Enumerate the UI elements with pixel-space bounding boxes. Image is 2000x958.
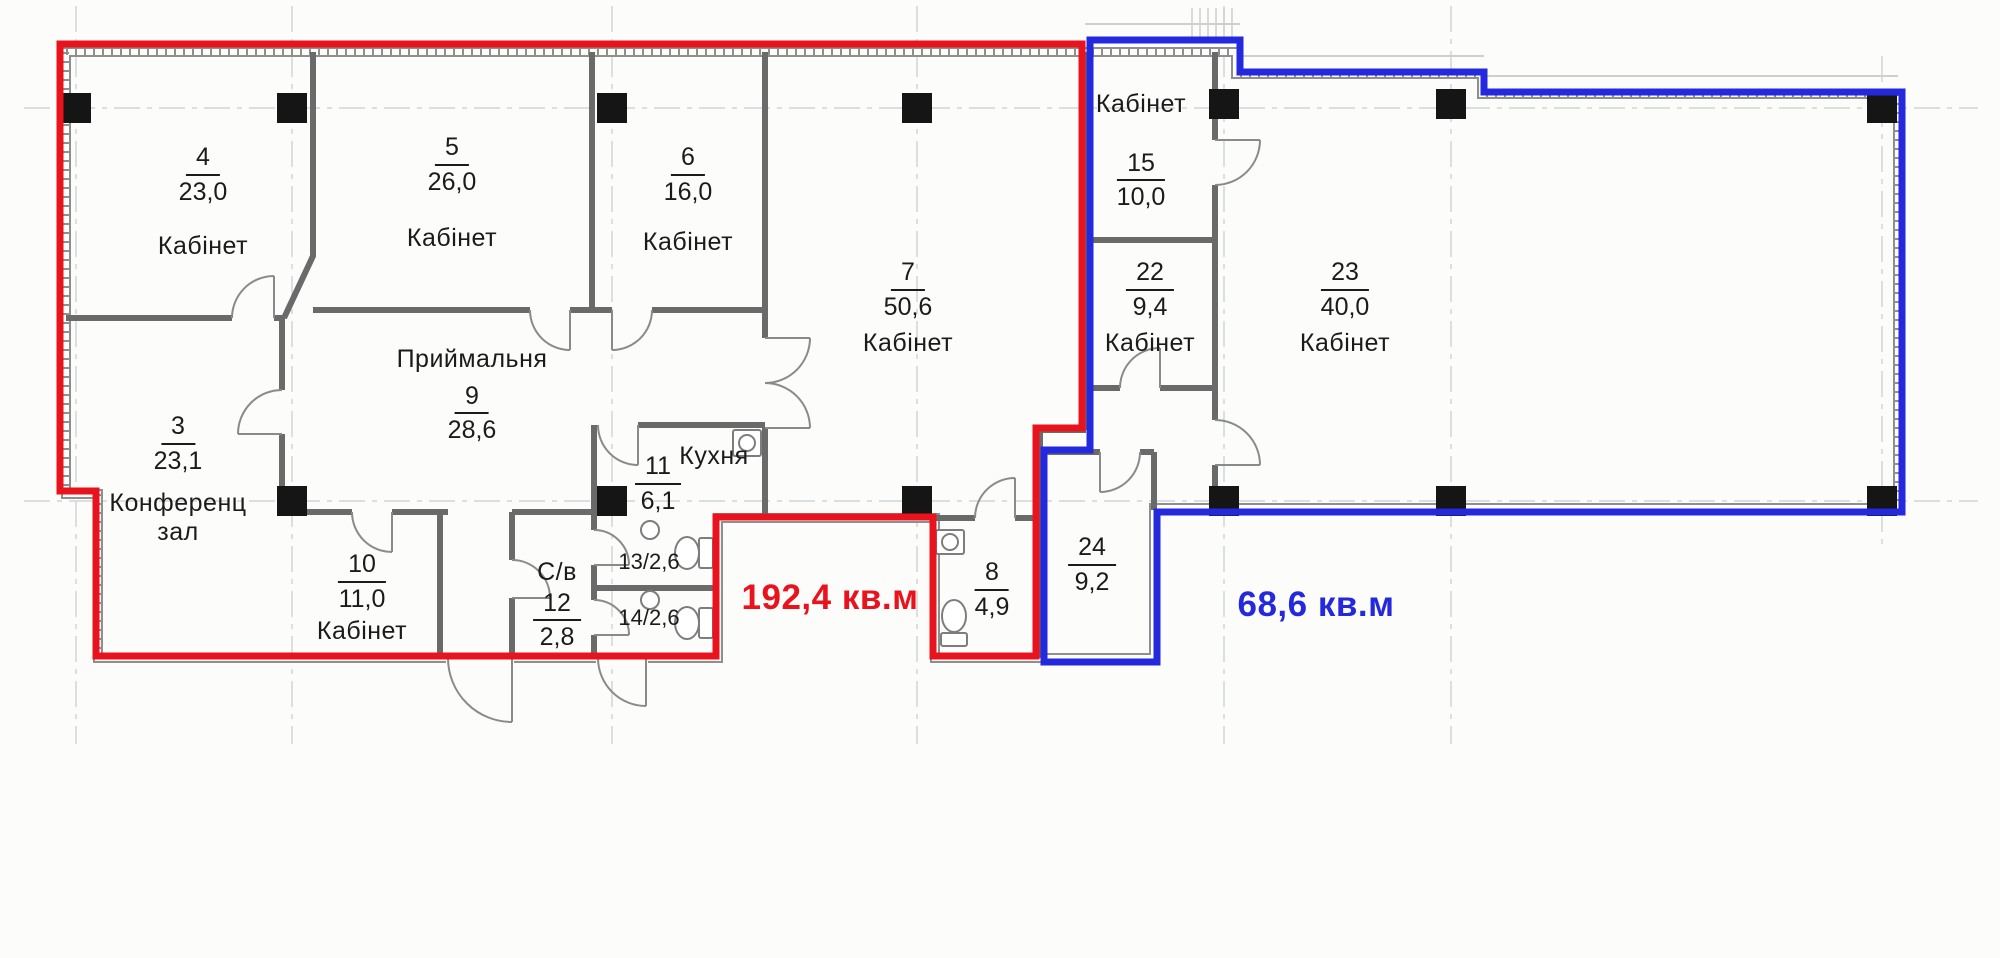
- room-number: 10: [338, 550, 386, 583]
- room-area: 40,0: [1320, 292, 1370, 321]
- window-ticks: [63, 49, 1901, 658]
- room-label-22: 22 9,4 Кабінет: [1105, 258, 1195, 358]
- room-name: Приймальня: [396, 345, 548, 373]
- structural-columns: [61, 89, 1897, 516]
- room-area: 28,6: [447, 416, 497, 444]
- room-area: 50,6: [883, 292, 933, 321]
- room-label-7: 7 50,6 Кабінет: [863, 258, 953, 358]
- room-area: 26,0: [427, 167, 477, 196]
- toilet-icon: [940, 599, 968, 647]
- room-area: 16,0: [663, 177, 713, 206]
- room-number: 12: [533, 589, 581, 621]
- room-name: Кабінет: [406, 224, 498, 252]
- room-number: 8: [975, 558, 1009, 591]
- room-area: 6,1: [640, 486, 676, 515]
- room-number: 5: [435, 133, 469, 166]
- room-area: 2,8: [539, 623, 575, 651]
- room-name: Кухня: [679, 442, 749, 470]
- interior-walls: [66, 52, 1218, 658]
- door-arcs: [231, 139, 1261, 723]
- room-label-4: 4 23,0 Кабінет: [158, 143, 248, 261]
- sink-icon: [640, 590, 660, 610]
- room-name: зал: [157, 517, 199, 546]
- room-number-area: 14/2,6: [618, 605, 680, 630]
- room-area: 4,9: [974, 592, 1010, 621]
- room-label-24: 24 9,2: [1068, 533, 1116, 596]
- room-number: 11: [635, 452, 681, 485]
- axis-grid-lines: [24, 6, 1978, 744]
- room-name: С/в: [537, 558, 577, 586]
- red-area-total: 192,4 кв.м: [741, 578, 919, 617]
- room-name: Кабінет: [1299, 329, 1391, 357]
- room-number: 6: [671, 143, 705, 176]
- room-name: Кабінет: [1095, 90, 1187, 118]
- room-label-3: 3 23,1 Конференц зал: [109, 412, 246, 546]
- room-label-13: 13/2,6: [618, 549, 679, 574]
- room-name-kitchen: Кухня: [679, 442, 748, 471]
- room-label-23: 23 40,0 Кабінет: [1300, 258, 1390, 358]
- parapet-lines: [1085, 23, 1898, 77]
- room-number: 24: [1068, 533, 1116, 566]
- room-number-area: 13/2,6: [618, 549, 680, 574]
- room-area: 9,2: [1074, 567, 1110, 596]
- room-area: 11,0: [338, 584, 386, 613]
- room-label-10: 10 11,0 Кабінет: [317, 550, 407, 646]
- toilet-icon: [674, 536, 714, 570]
- room-number: 4: [186, 143, 220, 176]
- room-number: 15: [1117, 149, 1165, 181]
- room-label-9: Приймальня 9 28,6: [397, 345, 548, 445]
- toilet-icon: [674, 606, 714, 640]
- sink-icon: [640, 520, 660, 540]
- blue-area-outline: [1040, 36, 1906, 666]
- room-name: Кабінет: [862, 329, 954, 357]
- room-label-8: 8 4,9: [975, 558, 1010, 621]
- room-name: Кабінет: [642, 228, 734, 256]
- room-name: Кабінет: [157, 232, 249, 260]
- red-area-outline: [56, 40, 1086, 660]
- stair-hatch: [1191, 8, 1233, 38]
- room-number: 22: [1126, 258, 1174, 291]
- room-name: Кабінет: [316, 617, 408, 645]
- room-label-6: 6 16,0 Кабінет: [643, 143, 733, 257]
- room-label-11: 11 6,1: [635, 452, 681, 515]
- room-area: 9,4: [1132, 292, 1168, 321]
- room-area: 23,0: [178, 177, 228, 206]
- room-number: 9: [455, 382, 489, 414]
- room-area: 23,1: [153, 446, 203, 475]
- room-number: 23: [1321, 258, 1369, 291]
- blue-area-total: 68,6 кв.м: [1237, 585, 1395, 624]
- kitchen-sink-icon: [732, 429, 762, 457]
- room-label-15: Кабінет 15 10,0: [1096, 90, 1186, 212]
- room-label-12: С/в 12 2,8: [533, 558, 581, 652]
- room-number: 3: [161, 412, 195, 445]
- room-number: 7: [891, 258, 925, 291]
- room-name: Конференц: [109, 489, 247, 517]
- room-label-14: 14/2,6: [618, 605, 679, 630]
- room-name: Кабінет: [1104, 329, 1196, 357]
- sink-icon: [935, 529, 965, 555]
- room-area: 10,0: [1116, 183, 1166, 211]
- room-label-5: 5 26,0 Кабінет: [407, 133, 497, 253]
